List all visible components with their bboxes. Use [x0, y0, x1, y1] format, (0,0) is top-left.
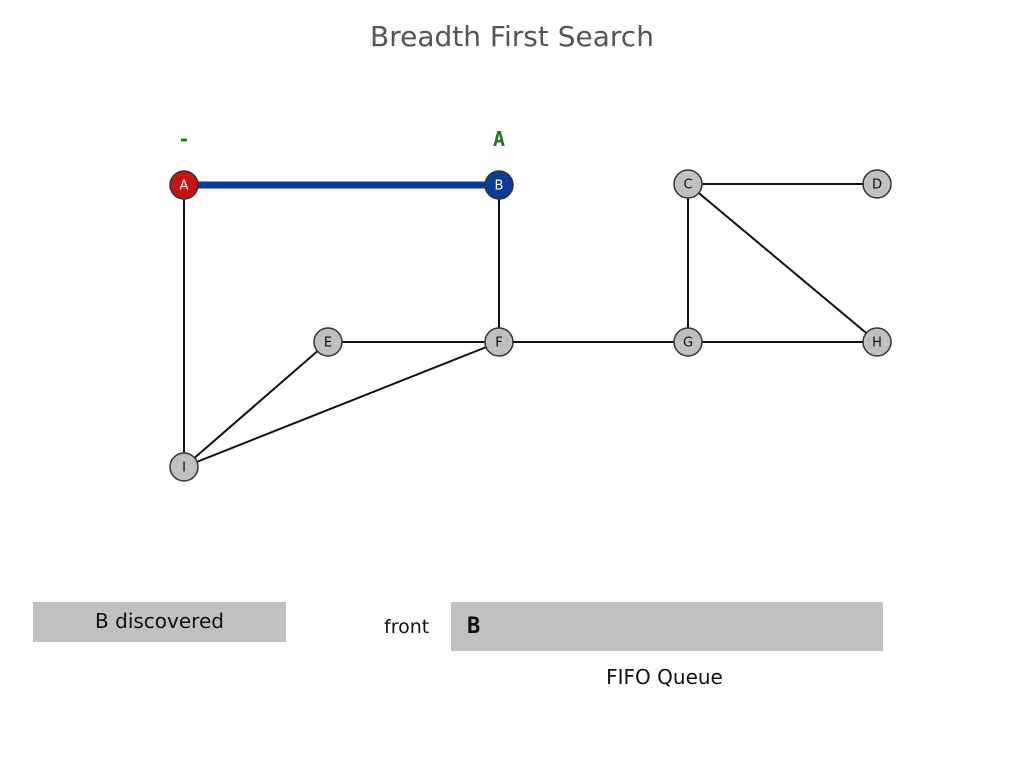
node-circle: [484, 170, 514, 200]
parent-label-b: A: [493, 127, 505, 151]
node-label: B: [495, 179, 504, 194]
node-e: E: [313, 327, 343, 357]
parent-labels-layer: -A: [178, 127, 505, 151]
node-b: B: [484, 170, 514, 200]
edges-layer: [183, 181, 878, 468]
node-circle: [673, 327, 703, 357]
fifo-queue: B: [451, 602, 883, 651]
node-label: C: [683, 178, 692, 193]
nodes-layer: A B C D E F G H I: [169, 169, 892, 482]
node-label: G: [683, 336, 693, 351]
node-label: A: [180, 179, 189, 194]
node-circle: [862, 169, 892, 199]
status-message: B discovered: [33, 602, 286, 642]
node-circle: [862, 327, 892, 357]
parent-label-a: -: [178, 127, 190, 151]
node-f: F: [484, 327, 514, 357]
node-c: C: [673, 169, 703, 199]
edge-f-i: [183, 341, 500, 468]
edge-c-h: [687, 183, 878, 343]
node-label: H: [872, 336, 882, 351]
node-h: H: [862, 327, 892, 357]
node-i: I: [169, 452, 199, 482]
node-label: D: [872, 178, 882, 193]
edge-e-i: [183, 341, 329, 468]
node-circle: [169, 170, 199, 200]
queue-item: B: [467, 614, 481, 639]
node-label: F: [495, 336, 502, 351]
queue-caption: FIFO Queue: [606, 665, 723, 689]
node-circle: [169, 452, 199, 482]
page-title: Breadth First Search: [370, 20, 654, 53]
node-circle: [484, 327, 514, 357]
node-circle: [313, 327, 343, 357]
node-label: E: [324, 336, 332, 351]
node-label: I: [182, 461, 186, 476]
node-d: D: [862, 169, 892, 199]
node-circle: [673, 169, 703, 199]
node-g: G: [673, 327, 703, 357]
queue-front-label: front: [384, 616, 430, 638]
node-a: A: [169, 170, 199, 200]
